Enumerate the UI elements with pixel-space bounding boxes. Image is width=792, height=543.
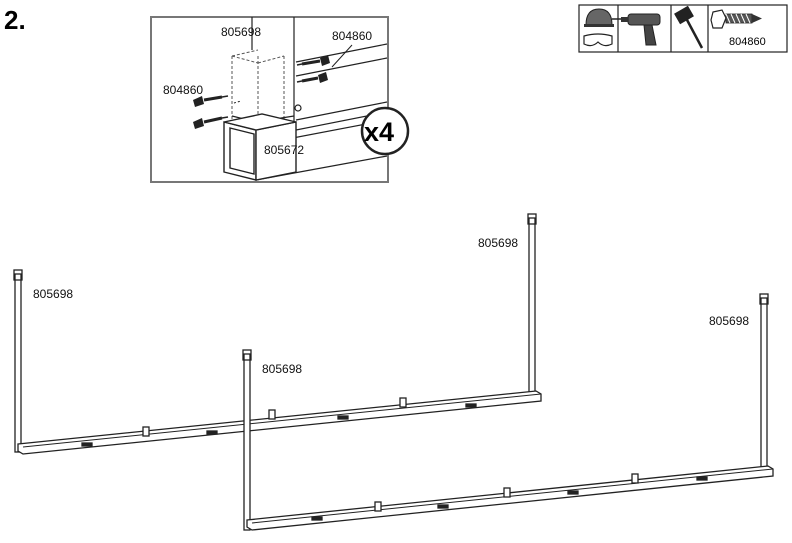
- hard-hat-and-goggles-icon: [583, 8, 614, 47]
- screw-left-arrow: [233, 100, 242, 104]
- post-back-left: [14, 273, 22, 453]
- step-number: 2.: [4, 5, 26, 35]
- quantity-label: x4: [364, 117, 394, 147]
- frame-front: [242, 293, 774, 531]
- screw-right-leader: [331, 44, 353, 68]
- post-front-left: [243, 353, 251, 531]
- screw-right-lower: [296, 72, 328, 83]
- frame-back: [13, 213, 542, 455]
- tools-box: 804860: [578, 4, 788, 53]
- rail-back: [17, 390, 542, 455]
- screw-right-upper: [296, 55, 330, 66]
- frame-label-front-left: 805698: [262, 362, 302, 376]
- frame-label-back-left: 805698: [33, 287, 73, 301]
- self-drilling-screw-icon: [710, 9, 762, 29]
- detail-base-label: 805672: [264, 143, 304, 157]
- rail-front: [246, 465, 774, 531]
- mallet-icon: [674, 5, 704, 49]
- post-front-right: [760, 297, 768, 475]
- screw-left-upper: [193, 95, 229, 107]
- frame-label-back-right: 805698: [478, 236, 518, 250]
- detail-screw-label-right: 804860: [332, 29, 372, 43]
- frame-label-front-right: 805698: [709, 314, 749, 328]
- quantity-badge: [360, 106, 410, 156]
- post-back-right: [528, 217, 536, 397]
- detail-post-label: 805698: [221, 25, 261, 39]
- power-drill-icon: [612, 13, 661, 46]
- screw-left-lower: [193, 116, 229, 129]
- tool-screw-label: 804860: [729, 36, 766, 48]
- detail-screw-label-left: 804860: [163, 83, 203, 97]
- detail-inset: 805698 804860 804860 805672 x4: [150, 16, 410, 183]
- base-block-drawing: [223, 113, 297, 181]
